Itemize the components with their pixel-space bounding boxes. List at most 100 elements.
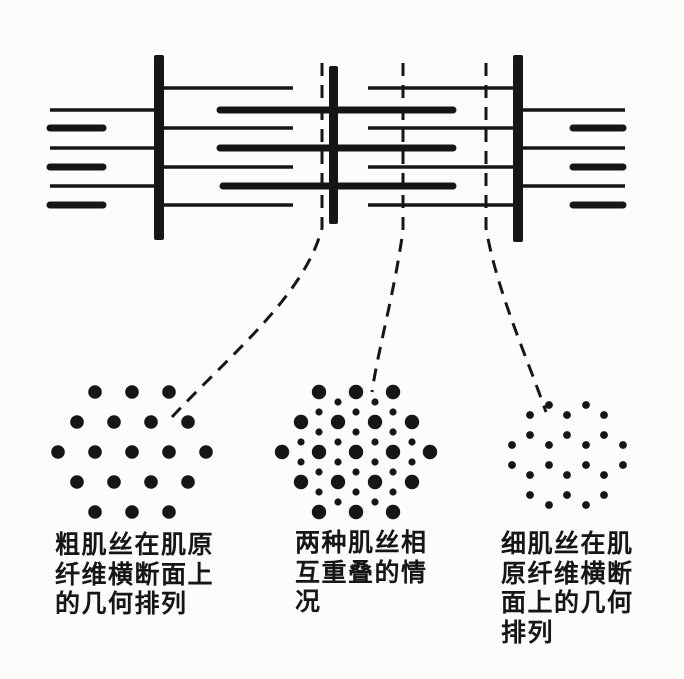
thick-filament-dot [88, 385, 102, 399]
thin-filament-dot [371, 498, 379, 506]
thin-filament-dot [408, 438, 416, 446]
thick-filament-dot [404, 474, 420, 490]
thin-filament-dot [371, 438, 379, 446]
thin-filament-dot [371, 458, 379, 466]
thin-filament-dot [600, 411, 608, 419]
caption-line: 的几何排列 [55, 589, 188, 618]
thin-filament-dot [315, 428, 323, 436]
thin-filament-dot [297, 438, 305, 446]
thick-filament-dot [385, 504, 401, 520]
thin-filament-dot [563, 491, 571, 499]
thin-filament-dot [619, 461, 627, 469]
thick-filament-dot [162, 505, 176, 519]
thin-filament-dot [563, 471, 571, 479]
thin-filament-dot [600, 431, 608, 439]
thin-filament-dot [526, 491, 534, 499]
thick-filament-dot [162, 445, 176, 459]
thin-filament-dot [582, 441, 590, 449]
thin-filament-dot [315, 488, 323, 496]
caption-thick-filament-arrangement: 粗肌丝在肌原 纤维横断面上 的几何排列 [55, 530, 214, 619]
thin-filament-dot [545, 401, 553, 409]
thick-filament-dot [311, 504, 327, 520]
thin-filament-dot [508, 461, 516, 469]
thick-filament-dot [293, 474, 309, 490]
thick-filament-dot [107, 475, 121, 489]
thick-filament-dot [70, 415, 84, 429]
thin-filament-dot [352, 428, 360, 436]
thick-filament-dot [293, 414, 309, 430]
thick-filament-dot [181, 475, 195, 489]
thick-filament-dot [107, 415, 121, 429]
thin-filament-dot [526, 411, 534, 419]
caption-filament-overlap: 两种肌丝相 互重叠的情 况 [295, 528, 428, 617]
caption-line: 粗肌丝在肌原 [55, 530, 215, 559]
thick-filament-dot [348, 504, 364, 520]
thin-filament-dot [334, 458, 342, 466]
thin-filament-dot [389, 428, 397, 436]
thick-filament-dot [311, 384, 327, 400]
thick-filament-dot [274, 444, 290, 460]
thin-filament-dot [619, 441, 627, 449]
thick-filament-dot [51, 445, 65, 459]
z-line-left-bar [154, 55, 164, 240]
thick-filament-dot [144, 415, 158, 429]
thin-filament-dot [334, 398, 342, 406]
caption-line: 两种肌丝相 [295, 528, 428, 557]
thick-filament-dot [162, 385, 176, 399]
thick-filament-dot [330, 474, 346, 490]
thick-filament-dot [385, 444, 401, 460]
thick-filament-dot [367, 474, 383, 490]
caption-line: 原纤维横断 [501, 558, 634, 588]
thin-filament-dot [563, 431, 571, 439]
thin-filament-dot [545, 441, 553, 449]
thick-filament-dot [181, 415, 195, 429]
thin-filament-dot [334, 498, 342, 506]
thick-filament-dot [199, 445, 213, 459]
thick-filament-dot [311, 444, 327, 460]
caption-line: 况 [295, 587, 322, 616]
thick-filament-dot [385, 384, 401, 400]
thin-filament-dot [389, 408, 397, 416]
thin-filament-dot [389, 468, 397, 476]
thin-filament-dot [315, 408, 323, 416]
thin-filament-dot [526, 431, 534, 439]
thin-filament-dot [545, 461, 553, 469]
thick-filament-dot [367, 414, 383, 430]
thin-filament-dot [526, 471, 534, 479]
thick-filament-dot [330, 414, 346, 430]
caption-line: 细肌丝在肌 [501, 529, 634, 558]
thick-filament-dot [125, 385, 139, 399]
thin-filament-dot [582, 401, 590, 409]
thick-filament-dot [348, 444, 364, 460]
thin-filament-dot [508, 441, 516, 449]
thick-filament-dot [144, 475, 158, 489]
caption-line: 纤维横断面上 [55, 559, 215, 589]
thin-filament-dot [582, 501, 590, 509]
thin-filament-dot [334, 438, 342, 446]
leader-to-thick-only-section [170, 63, 324, 419]
thick-filament-dot [88, 445, 102, 459]
thick-filament-dot [422, 444, 438, 460]
thin-filament-dot [582, 461, 590, 469]
thin-filament-dot [389, 488, 397, 496]
thick-filament-dot [125, 445, 139, 459]
thin-filament-dot [408, 458, 416, 466]
thick-filament-dot [125, 505, 139, 519]
caption-thin-filament-arrangement: 细肌丝在肌 原纤维横断 面上的几何 排列 [501, 529, 634, 647]
thick-filament-dot [348, 384, 364, 400]
caption-line: 面上的几何 [501, 588, 634, 617]
thick-filament-dot [404, 414, 420, 430]
thin-filament-dot [600, 471, 608, 479]
thick-filament-dot [88, 505, 102, 519]
thin-filament-dot [315, 468, 323, 476]
leader-to-overlap-section [370, 63, 405, 393]
thick-filament-dot [70, 475, 84, 489]
thin-filament-dot [600, 491, 608, 499]
thin-filament-dot [297, 458, 305, 466]
thin-filament-dot [352, 408, 360, 416]
thin-filament-dot [371, 398, 379, 406]
caption-line: 排列 [501, 617, 555, 647]
thin-filament-dot [545, 501, 553, 509]
leader-to-thin-only-section [484, 63, 548, 413]
